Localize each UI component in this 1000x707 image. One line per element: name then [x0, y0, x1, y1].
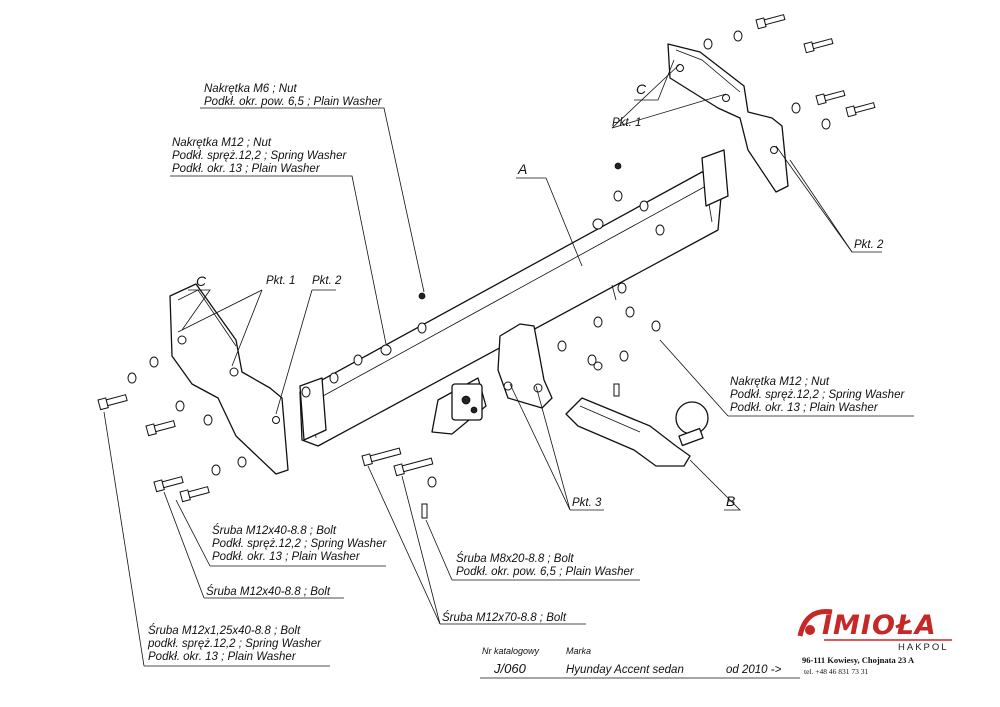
crossbar-a: [299, 149, 729, 447]
label-bolt-m8x20: Śruba M8x20-8.8 ; Bolt: [456, 552, 574, 565]
label-nut-m12-left-plain: Podkł. okr. 13 ; Plain Washer: [172, 163, 321, 175]
callout-pkt3: Pkt. 3: [572, 497, 602, 509]
label-bolt-m12x40-a-spring: Podkł. spręż.12,2 ; Spring Washer: [212, 538, 387, 550]
label-bolt-m12x40-b: Śruba M12x40-8.8 ; Bolt: [206, 585, 331, 598]
label-nut-m12-right-plain: Podkł. okr. 13 ; Plain Washer: [730, 402, 879, 414]
logo-text: IMIOŁA: [822, 610, 937, 641]
catalog-info: Nr katalogowy Marka J/060 Hyunday Accent…: [482, 646, 782, 676]
right-bracket-c: [667, 43, 789, 193]
ball-bar-b: [565, 397, 709, 467]
label-bolt-m12x125-plain: Podkł. okr. 13 ; Plain Washer: [148, 651, 297, 663]
brand-logo: IMIOŁA HAKPOL 96-111 Kowiesy, Chojnata 2…: [797, 609, 952, 676]
label-nut-m12-left: Nakrętka M12 ; Nut: [172, 137, 272, 149]
label-nut-m6: Nakrętka M6 ; Nut: [204, 83, 297, 95]
catalog-number: J/060: [493, 661, 527, 676]
part-labels: Nakrętka M6 ; Nut Podkł. okr. pow. 6,5 ;…: [147, 83, 905, 663]
callout-pkt2-right: Pkt. 2: [854, 239, 884, 251]
callout-pkt1-right: Pkt. 1: [612, 117, 641, 129]
label-bolt-m12x40-a: Śruba M12x40-8.8 ; Bolt: [212, 524, 337, 537]
catalog-marka-label: Marka: [566, 646, 591, 656]
label-nut-m12-right: Nakrętka M12 ; Nut: [730, 376, 830, 388]
brand-address: 96-111 Kowiesy, Chojnata 23 A: [802, 655, 915, 665]
catalog-year: od 2010 ->: [726, 664, 782, 676]
callout-b: B: [726, 493, 735, 509]
callout-a: A: [517, 161, 527, 177]
leader-lines: [103, 59, 914, 679]
label-bolt-m12x125: Śruba M12x1,25x40-8.8 ; Bolt: [148, 624, 301, 637]
label-bolt-m12x70: Śruba M12x70-8.8 ; Bolt: [442, 611, 567, 624]
bolts-and-washers: [97, 14, 876, 519]
callout-pkt2-left: Pkt. 2: [312, 275, 342, 287]
logo-subtext: HAKPOL: [898, 642, 949, 653]
brand-phone: tel. +48 46 831 73 31: [804, 667, 868, 676]
callout-pkt1-left: Pkt. 1: [266, 275, 295, 287]
callout-labels: A B C C Pkt. 1 Pkt. 2 Pkt. 1 Pkt. 2 Pkt.…: [196, 81, 884, 509]
nuts-washers: [127, 30, 831, 488]
left-bracket-c: [169, 283, 289, 475]
label-nut-m6-washer: Podkł. okr. pow. 6,5 ; Plain Washer: [204, 96, 383, 108]
label-bolt-m12x125-spring: podkł. spręż.12,2 ; Spring Washer: [147, 638, 322, 650]
callout-c-right: C: [636, 81, 647, 97]
catalog-nr-label: Nr katalogowy: [482, 646, 540, 656]
catalog-model: Hyunday Accent sedan: [566, 664, 684, 676]
label-nut-m12-right-spring: Podkł. spręż.12,2 ; Spring Washer: [730, 389, 905, 401]
logo-ball-icon: [805, 625, 815, 635]
logo-hook-icon: [797, 609, 833, 637]
label-bolt-m12x40-a-plain: Podkł. okr. 13 ; Plain Washer: [212, 551, 361, 563]
label-nut-m12-left-spring: Podkł. spręż.12,2 ; Spring Washer: [172, 150, 347, 162]
label-bolt-m8x20-washer: Podkł. okr. pow. 6,5 ; Plain Washer: [456, 566, 635, 578]
callout-c-left: C: [196, 273, 207, 289]
